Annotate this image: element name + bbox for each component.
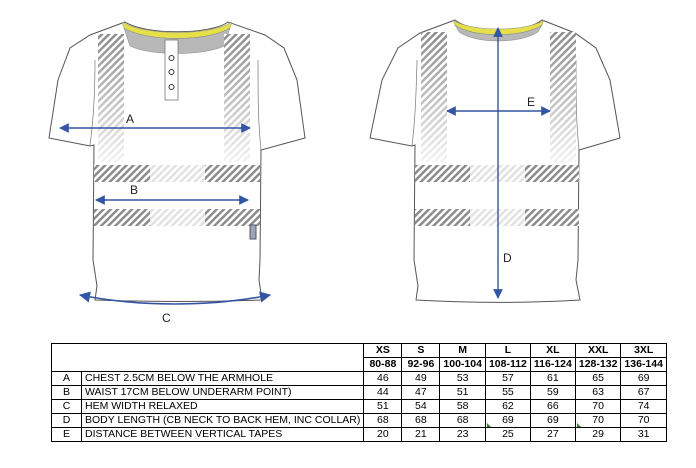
table-cell: 44 xyxy=(363,385,403,400)
table-cell: 65 xyxy=(574,371,622,386)
size-range: 128-132 xyxy=(574,357,622,372)
back-shirt-outline xyxy=(369,19,621,303)
table-cell: 46 xyxy=(363,371,403,386)
garment-diagram: A B C D E xyxy=(48,19,621,325)
measure-b-label: B xyxy=(130,183,138,197)
table-cell: 66 xyxy=(529,399,576,414)
button-icon xyxy=(168,69,175,75)
table-row: C HEM WIDTH RELAXED 51 54 58 62 66 70 74 xyxy=(51,399,667,414)
row-description: WAIST 17CM BELOW UNDERARM POINT) xyxy=(80,385,365,400)
measure-e-label: E xyxy=(527,95,535,109)
table-cell: 21 xyxy=(401,427,441,442)
table-cell: 51 xyxy=(439,385,486,400)
size-range: 100-104 xyxy=(439,357,486,372)
table-cell: 55 xyxy=(484,385,531,400)
table-cell: 67 xyxy=(620,385,667,400)
size-range: 136-144 xyxy=(620,357,667,372)
table-row: B WAIST 17CM BELOW UNDERARM POINT) 44 47… xyxy=(51,385,667,400)
table-cell: 54 xyxy=(401,399,441,414)
table-cell: 29 xyxy=(574,427,622,442)
row-code: B xyxy=(51,385,82,400)
measure-a-label: A xyxy=(126,112,134,126)
row-description: CHEST 2.5CM BELOW THE ARMHOLE xyxy=(80,371,365,386)
row-code: C xyxy=(51,399,82,414)
table-cell: 20 xyxy=(363,427,403,442)
table-row: E DISTANCE BETWEEN VERTICAL TAPES 20 21 … xyxy=(51,427,667,442)
row-code: E xyxy=(51,427,82,442)
table-cell: 62 xyxy=(484,399,531,414)
table-cell: 49 xyxy=(401,371,441,386)
row-description: HEM WIDTH RELAXED xyxy=(80,399,365,414)
table-cell: 74 xyxy=(620,399,667,414)
table-cell: 68 xyxy=(363,413,403,428)
size-chart-table: XS S M L XL XXL 3XL 80-88 92-96 100-104 … xyxy=(50,343,667,442)
button-icon xyxy=(168,84,175,90)
table-cell: 53 xyxy=(439,371,486,386)
table-cell: 70 xyxy=(574,399,622,414)
table-row: A CHEST 2.5CM BELOW THE ARMHOLE 46 49 53… xyxy=(51,371,667,386)
table-cell: 47 xyxy=(401,385,441,400)
back-view: D E xyxy=(369,19,621,303)
table-cell: 51 xyxy=(363,399,403,414)
size-range: 108-112 xyxy=(484,357,531,372)
table-cell: 68 xyxy=(401,413,441,428)
size-label: 3XL xyxy=(620,343,667,358)
table-cell: 31 xyxy=(620,427,667,442)
table-cell: 68 xyxy=(439,413,486,428)
size-header-row: XS S M L XL XXL 3XL xyxy=(50,343,667,372)
row-code: A xyxy=(51,371,82,386)
row-code: D xyxy=(51,413,82,428)
size-range-row: 80-88 92-96 100-104 108-112 116-124 128-… xyxy=(52,357,667,372)
size-range: 116-124 xyxy=(529,357,576,372)
button-icon xyxy=(168,55,175,61)
table-cell: 69 xyxy=(620,371,667,386)
size-range: 80-88 xyxy=(363,357,403,372)
row-description: BODY LENGTH (CB NECK TO BACK HEM, INC CO… xyxy=(80,413,365,428)
table-cell: 69 xyxy=(529,413,576,428)
table-cell: 70 xyxy=(620,413,667,428)
table-cell: 63 xyxy=(574,385,622,400)
table-cell: 61 xyxy=(529,371,576,386)
table-cell: 27 xyxy=(529,427,576,442)
side-label-tag xyxy=(249,224,257,240)
table-cell: 58 xyxy=(439,399,486,414)
size-label: XXL xyxy=(574,343,622,358)
size-range: 92-96 xyxy=(401,357,441,372)
size-label: XS xyxy=(363,343,403,358)
table-cell: 59 xyxy=(529,385,576,400)
table-cell: 25 xyxy=(484,427,531,442)
measure-c-label: C xyxy=(162,311,171,325)
table-cell: 70 xyxy=(574,413,622,428)
table-cell: 69 xyxy=(484,413,531,428)
table-cell: 23 xyxy=(439,427,486,442)
table-row: D BODY LENGTH (CB NECK TO BACK HEM, INC … xyxy=(51,413,667,428)
table-cell: 57 xyxy=(484,371,531,386)
front-view: A B C xyxy=(48,21,306,325)
size-label: S xyxy=(401,343,441,358)
size-label: M xyxy=(439,343,486,358)
size-label: L xyxy=(484,343,531,358)
size-label: XL xyxy=(529,343,576,358)
measure-d-label: D xyxy=(503,251,512,265)
table-corner-blank xyxy=(50,343,365,372)
measure-c-arrow xyxy=(78,291,272,305)
row-description: DISTANCE BETWEEN VERTICAL TAPES xyxy=(80,427,365,442)
